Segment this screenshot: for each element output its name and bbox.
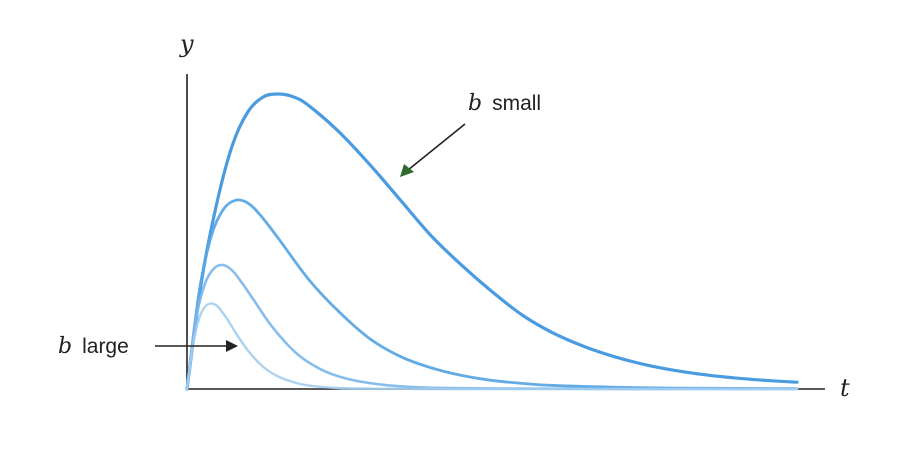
annotation-b-small-word: small xyxy=(492,92,541,115)
annotation-b-small-arrow-shaft xyxy=(407,123,466,171)
curves-group xyxy=(185,92,799,391)
x-axis-label: t xyxy=(840,374,850,402)
annotation-b-small-var: b xyxy=(468,91,482,116)
curve-2 xyxy=(185,198,799,391)
y-axis-label: y xyxy=(179,30,194,58)
annotation-b-small-label: b small xyxy=(468,91,541,116)
annotation-b-large-label: b large xyxy=(58,334,129,359)
annotation-b-large-word: large xyxy=(82,335,129,358)
annotation-b-large: b large xyxy=(58,334,238,359)
curve-1 xyxy=(185,92,799,391)
curve-3 xyxy=(185,263,799,391)
annotation-b-small-arrowhead xyxy=(400,164,414,177)
curve-4 xyxy=(185,302,799,391)
annotation-b-large-var: b xyxy=(58,334,72,359)
annotation-b-small: b small xyxy=(400,91,541,177)
annotation-b-large-arrowhead xyxy=(226,340,238,352)
